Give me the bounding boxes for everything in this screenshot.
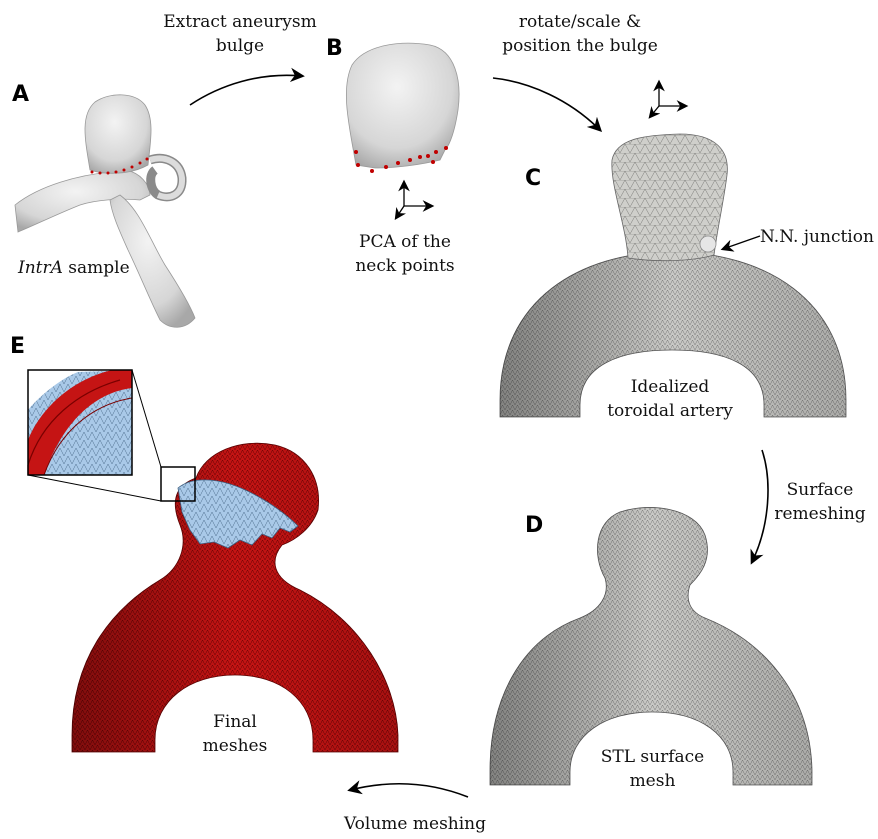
- stl-surface-mesh-model: [490, 507, 812, 785]
- panel-label-c: C: [525, 166, 541, 191]
- stl-line-2: mesh: [590, 769, 715, 793]
- extracted-bulge-model: [346, 43, 459, 173]
- pca-line-2: neck points: [340, 254, 470, 278]
- nn-junction-marker: [700, 236, 716, 252]
- reference-axes-icon: [650, 82, 686, 117]
- pca-axes-icon: [396, 182, 432, 218]
- final-meshes-label: Final meshes: [185, 710, 285, 758]
- idealized-line-1: Idealized: [595, 375, 745, 399]
- stl-line-1: STL surface: [590, 745, 715, 769]
- surface-remeshing-label: Surface remeshing: [770, 478, 870, 526]
- intra-suffix: sample: [63, 258, 130, 278]
- surface-line-1: Surface: [770, 478, 870, 502]
- intra-name: IntrA: [18, 258, 63, 278]
- arrow-nn-junction: [723, 236, 760, 249]
- arrow-extract: [190, 75, 302, 105]
- extract-step-label: Extract aneurysm bulge: [150, 10, 330, 58]
- idealized-artery-label: Idealized toroidal artery: [595, 375, 745, 423]
- final-meshes-model: [72, 443, 398, 752]
- pca-label: PCA of the neck points: [340, 230, 470, 278]
- rotate-line-2: position the bulge: [480, 34, 680, 58]
- intra-sample-model: [15, 95, 195, 327]
- intra-sample-label: IntrA sample: [18, 256, 158, 280]
- rotate-step-label: rotate/scale & position the bulge: [480, 10, 680, 58]
- arrow-surface-remeshing: [752, 450, 768, 562]
- pca-line-1: PCA of the: [340, 230, 470, 254]
- rotate-line-1: rotate/scale &: [480, 10, 680, 34]
- extract-line-1: Extract aneurysm: [150, 10, 330, 34]
- surface-line-2: remeshing: [770, 502, 870, 526]
- volume-meshing-label: Volume meshing: [320, 812, 510, 836]
- final-line-1: Final: [185, 710, 285, 734]
- arrow-position: [493, 78, 600, 130]
- arrow-volume-meshing: [350, 784, 468, 797]
- final-line-2: meshes: [185, 734, 285, 758]
- stl-mesh-label: STL surface mesh: [590, 745, 715, 793]
- zoom-inset: [28, 370, 195, 501]
- extract-line-2: bulge: [150, 34, 330, 58]
- panel-label-e: E: [10, 334, 25, 359]
- panel-label-a: A: [12, 82, 29, 107]
- nn-junction-label: N.N. junction: [760, 225, 875, 249]
- panel-label-d: D: [525, 513, 543, 538]
- idealized-line-2: toroidal artery: [595, 399, 745, 423]
